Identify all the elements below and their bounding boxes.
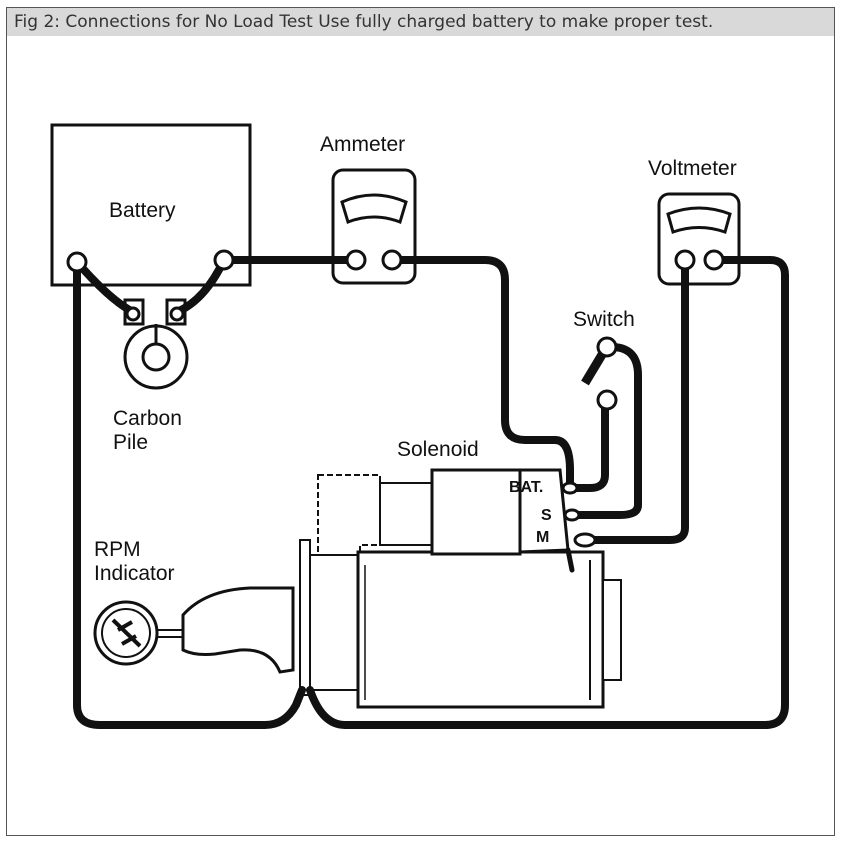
- wire-m-motor: [565, 547, 575, 573]
- carbon-pile-label: Carbon Pile: [113, 407, 182, 454]
- starter-motor: [299, 474, 622, 709]
- terminal-m-label: M: [536, 529, 550, 546]
- battery-label: Battery: [109, 199, 176, 222]
- terminal-s-label: S: [541, 507, 552, 524]
- wire-ground-starter: [306, 256, 789, 729]
- solenoid-label: Solenoid: [397, 438, 479, 461]
- solenoid: [379, 468, 570, 556]
- rpm-indicator-label: RPM Indicator: [94, 538, 175, 585]
- terminal-bat-label: BAT.: [509, 479, 544, 496]
- wire-switch-s: [568, 342, 642, 519]
- switch-label: Switch: [573, 308, 635, 331]
- voltmeter-icon: [657, 192, 741, 286]
- wire-switch-bat: [566, 396, 609, 492]
- voltmeter-label: Voltmeter: [648, 157, 737, 180]
- ammeter-icon: [331, 168, 417, 285]
- wire-voltmeter-m: [576, 256, 689, 544]
- wire-ammeter-bat: [388, 256, 574, 491]
- rpm-indicator-icon: [93, 586, 295, 674]
- terminals: [66, 249, 725, 548]
- figure-caption: Fig 2: Connections for No Load Test Use …: [7, 8, 834, 36]
- wire-battery-neg-loop: [73, 258, 306, 729]
- ammeter-label: Ammeter: [320, 133, 406, 156]
